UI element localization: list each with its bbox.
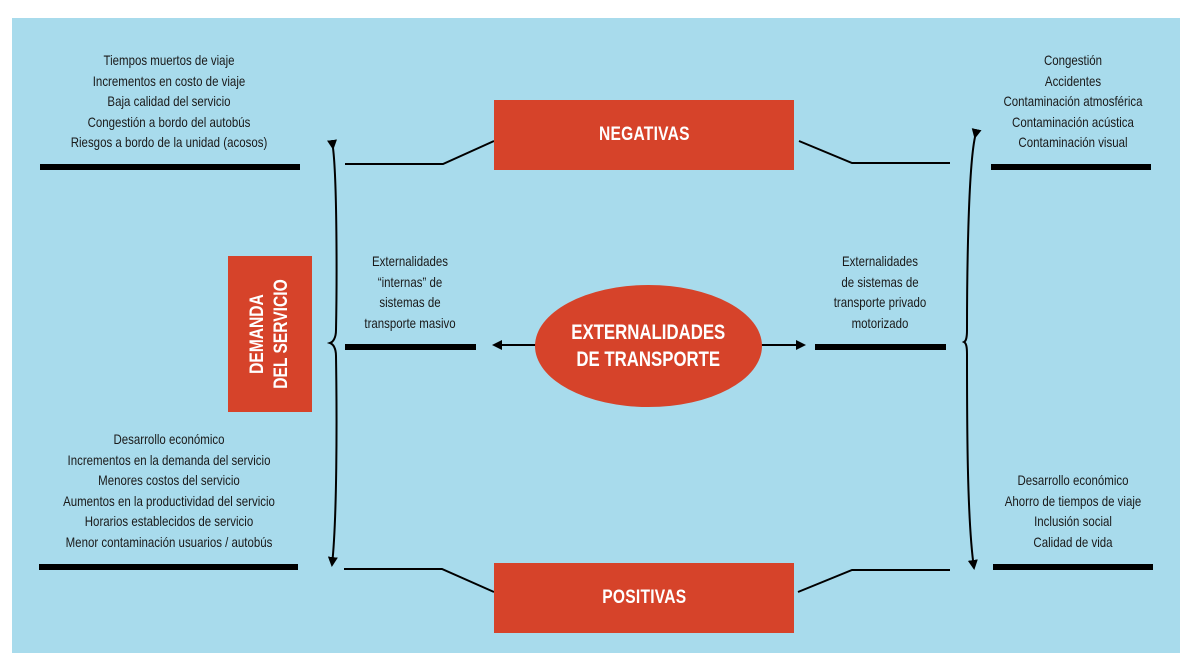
positivas-label-box: POSITIVAS xyxy=(494,563,794,633)
negativas-left-connector xyxy=(345,140,495,165)
divider-bar xyxy=(39,564,298,570)
divider-bar xyxy=(40,164,300,170)
divider-bar xyxy=(993,564,1153,570)
list-item: Congestión xyxy=(1043,52,1103,68)
externalidades-transporte-node: EXTERNALIDADES DE TRANSPORTE xyxy=(535,285,762,407)
list-item: Congestión a bordo del autobús xyxy=(87,113,251,130)
private-externalities-text: Externalidades de sistemas de transporte… xyxy=(833,253,927,331)
list-item: Contaminación visual xyxy=(1018,134,1128,150)
list-item: Desarrollo económico xyxy=(113,431,225,447)
positivas-right-connector xyxy=(797,569,950,593)
private-negative-list: Congestión Accidentes Contaminación atmo… xyxy=(987,50,1159,153)
positivas-left-connector xyxy=(344,568,495,593)
list-item: Riesgos a bordo de la unidad (acosos) xyxy=(70,134,268,150)
divider-bar xyxy=(345,344,476,350)
list-item: Aumentos en la productividad del servici… xyxy=(63,492,275,509)
list-item: Inclusión social xyxy=(1034,513,1112,529)
left-brace-arrow xyxy=(326,139,338,567)
list-item: Incrementos en costo de viaje xyxy=(92,72,246,89)
list-item: Menores costos del servicio xyxy=(98,472,240,488)
list-item: Horarios establecidos de servicio xyxy=(84,513,254,529)
negativas-label-box: NEGATIVAS xyxy=(494,100,794,170)
demanda-servicio-box: DEMANDA DEL SERVICIO xyxy=(228,256,312,412)
mass-transit-positive-list: Desarrollo económico Incrementos en la d… xyxy=(53,429,284,552)
private-positive-list: Desarrollo económico Ahorro de tiempos d… xyxy=(987,470,1159,552)
positivas-label: POSITIVAS xyxy=(601,587,687,608)
negativas-right-connector xyxy=(798,140,950,164)
list-item: Incrementos en la demanda del servicio xyxy=(67,451,271,468)
center-label: EXTERNALIDADES DE TRANSPORTE xyxy=(571,321,726,371)
list-item: Accidentes xyxy=(1044,72,1102,89)
internal-externalities-text: Externalidades “internas” de sistemas de… xyxy=(364,253,456,331)
negativas-label: NEGATIVAS xyxy=(598,124,690,145)
list-item: Baja calidad del servicio xyxy=(107,93,231,109)
list-item: Contaminación acústica xyxy=(1012,113,1134,130)
list-item: Menor contaminación usuarios / autobús xyxy=(65,533,273,550)
divider-bar xyxy=(991,164,1151,170)
list-item: Contaminación atmosférica xyxy=(1003,93,1143,109)
divider-bar xyxy=(815,344,946,350)
right-brace-arrow xyxy=(961,128,982,570)
demanda-servicio-label: DEMANDA DEL SERVICIO xyxy=(247,279,292,389)
mass-transit-negative-list: Tiempos muertos de viaje Incrementos en … xyxy=(62,50,277,153)
list-item: Calidad de vida xyxy=(1033,533,1113,550)
list-item: Desarrollo económico xyxy=(1017,472,1129,488)
list-item: Tiempos muertos de viaje xyxy=(103,52,235,68)
list-item: Ahorro de tiempos de viaje xyxy=(1004,492,1142,509)
